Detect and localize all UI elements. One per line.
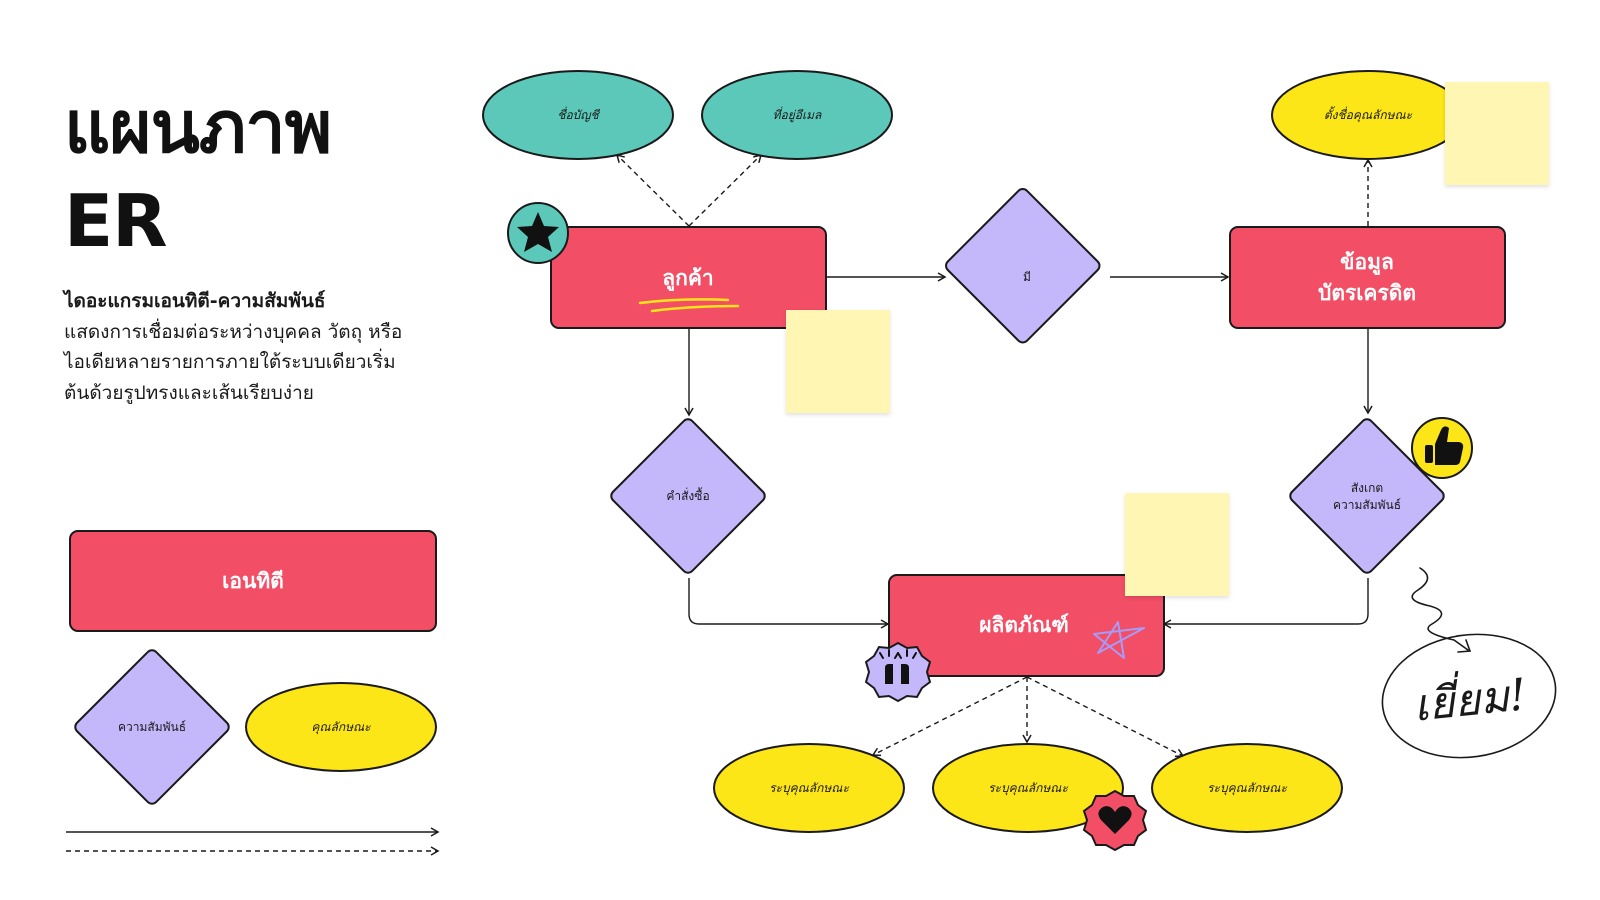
attribute-specify-1-label: ระบุคุณลักษณะ [769, 781, 849, 796]
entity-credit-card-label-line2: บัตรเครดิต [1318, 281, 1416, 305]
page-title: แผนภาพ ER [64, 80, 332, 268]
legend-attribute: คุณลักษณะ [245, 682, 437, 772]
connector-customer-account [615, 153, 690, 227]
attribute-account-name[interactable]: ชื่อบัญชี [482, 70, 674, 160]
sticky-note-2[interactable] [1125, 493, 1229, 596]
entity-customer-label: ลูกค้า [662, 266, 713, 292]
attribute-email-address[interactable]: ที่อยู่อีเมล [701, 70, 893, 160]
relationship-has[interactable]: มี [944, 187, 1102, 345]
sticky-note-3[interactable] [1445, 82, 1549, 185]
star-icon [507, 202, 569, 264]
attribute-name-attribute-label: ตั้งชื่อคุณลักษณะ [1324, 106, 1413, 123]
legend-relationship: ความสัมพันธ์ [74, 649, 230, 805]
attribute-name-attribute[interactable]: ตั้งชื่อคุณลักษณะ [1271, 70, 1465, 160]
relationship-observe[interactable]: สังเกต ความสัมพันธ์ [1288, 417, 1446, 575]
legend: เอนทิตี ความสัมพันธ์ คุณลักษณะ [66, 530, 440, 856]
attribute-specify-2-label: ระบุคุณลักษณะ [988, 781, 1068, 796]
relationship-observe-label-line2: ความสัมพันธ์ [1333, 498, 1401, 512]
attribute-specify-1[interactable]: ระบุคุณลักษณะ [713, 743, 905, 833]
entity-product-label: ผลิตภัณฑ์ [979, 613, 1069, 637]
connector-product-spec3 [1026, 676, 1185, 758]
legend-attribute-label: คุณลักษณะ [311, 720, 371, 735]
sparkle-star-doodle [1093, 621, 1145, 659]
sticky-note-1[interactable] [786, 310, 890, 413]
entity-customer[interactable]: ลูกค้า [550, 226, 827, 329]
raised-hands-icon [864, 641, 932, 703]
attribute-specify-3-label: ระบุคุณลักษณะ [1207, 781, 1287, 796]
entity-product[interactable]: ผลิตภัณฑ์ [888, 574, 1165, 677]
legend-entity-label: เอนทิตี [222, 569, 284, 593]
title-line-1: แผนภาพ [64, 85, 332, 169]
description-body: แสดงการเชื่อมต่อระหว่างบุคคล วัตถุ หรือไ… [64, 320, 403, 404]
highlight-underline [638, 298, 740, 313]
legend-relationship-label: ความสัมพันธ์ [118, 720, 186, 734]
connector-observe-product [1162, 578, 1369, 629]
entity-credit-card[interactable]: ข้อมูล บัตรเครดิต [1229, 226, 1506, 329]
connector-customer-email [688, 153, 763, 227]
attribute-email-address-label: ที่อยู่อีเมล [773, 106, 822, 123]
connector-product-spec1 [871, 676, 1028, 757]
relationship-order-label: คำสั่งซื้อ [666, 487, 709, 503]
attribute-account-name-label: ชื่อบัญชี [557, 106, 600, 122]
description-heading: ไดอะแกรมเอนทิตี-ความสัมพันธ์ [64, 290, 326, 312]
attribute-specify-2[interactable]: ระบุคุณลักษณะ [932, 743, 1124, 833]
connectors [615, 153, 1373, 758]
heart-icon [1082, 789, 1148, 852]
relationship-order[interactable]: คำสั่งซื้อ [609, 417, 767, 575]
description: ไดอะแกรมเอนทิตี-ความสัมพันธ์ แสดงการเชื่… [64, 286, 414, 408]
entity-credit-card-label-line1: ข้อมูล [1340, 250, 1394, 276]
handwritten-note: เยี่ยม! [1381, 567, 1557, 759]
relationship-observe-label-line1: สังเกต [1351, 481, 1383, 495]
title-line-2: ER [64, 179, 168, 263]
attribute-specify-3[interactable]: ระบุคุณลักษณะ [1151, 743, 1343, 833]
handwritten-note-text: เยี่ยม! [1410, 663, 1529, 732]
legend-entity: เอนทิตี [69, 530, 437, 632]
thumbs-up-icon [1411, 417, 1473, 479]
squiggle-arrow [1411, 567, 1469, 651]
relationship-has-label: มี [1023, 270, 1031, 284]
connector-order-product [688, 578, 890, 629]
